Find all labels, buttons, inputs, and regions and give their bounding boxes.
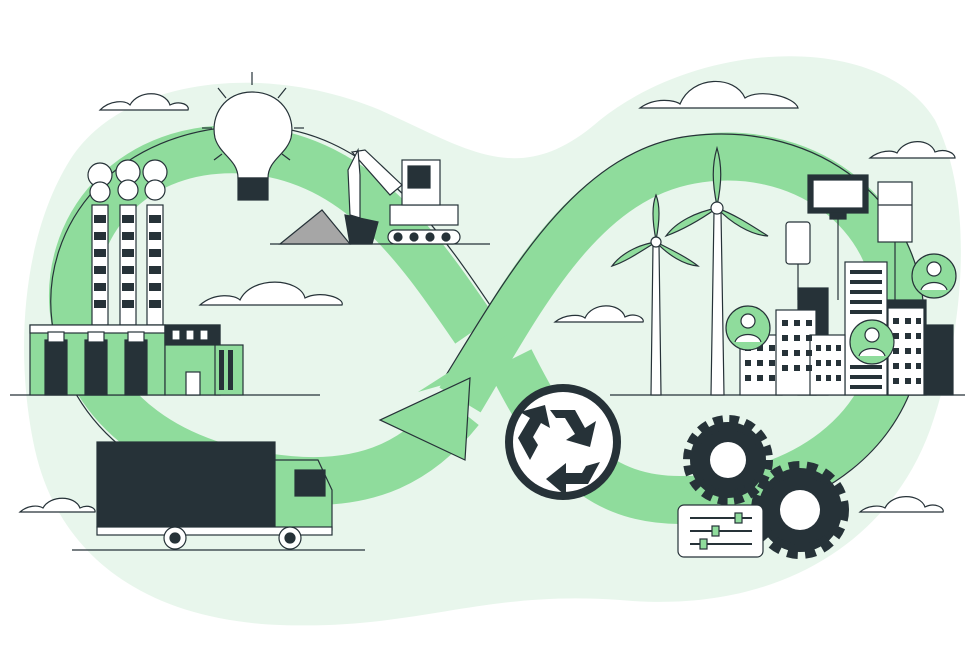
arrow-head xyxy=(378,377,471,461)
user-avatar-icon xyxy=(911,253,957,299)
settings-panel-icon xyxy=(677,504,764,558)
factory-icon xyxy=(29,159,244,396)
excavator-icon xyxy=(278,147,461,245)
wind-turbine-icon xyxy=(664,145,769,396)
cloud-icon xyxy=(198,281,343,306)
cloud-icon xyxy=(858,496,944,513)
arrow-head-2 xyxy=(418,330,515,392)
cloud-icon xyxy=(638,80,799,109)
user-avatar-icon xyxy=(849,319,895,365)
truck-icon xyxy=(96,441,333,550)
user-avatar-icon xyxy=(725,305,771,351)
gear-icon xyxy=(751,461,849,559)
cloud-icon xyxy=(18,497,96,513)
cloud-icon xyxy=(553,305,644,323)
cloud-icon xyxy=(868,141,956,159)
monitor-icon xyxy=(807,174,869,300)
recycle-icon xyxy=(505,384,621,500)
wind-turbine-icon xyxy=(610,193,700,396)
infinity-band-left xyxy=(49,125,495,506)
gear-icon xyxy=(683,415,773,505)
light-bulb-icon xyxy=(202,72,304,201)
cloud-icon xyxy=(98,93,189,111)
refrigerator-icon xyxy=(877,181,913,300)
